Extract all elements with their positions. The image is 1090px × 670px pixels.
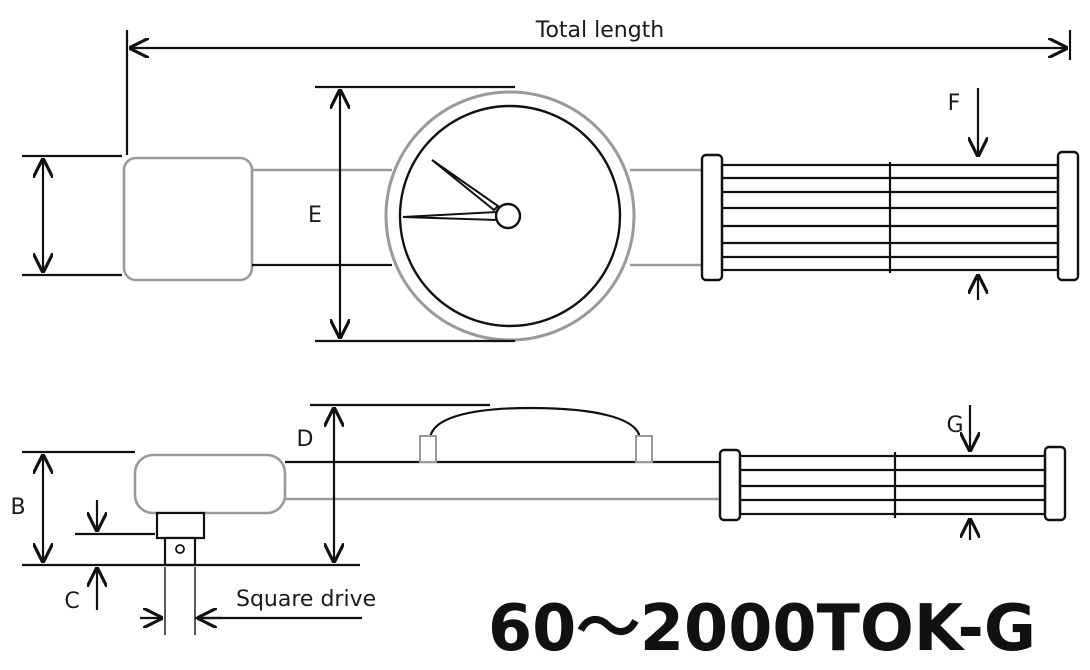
b-label: B	[10, 495, 25, 520]
wrench-head-side	[133, 453, 287, 515]
wrench-head-top	[122, 156, 254, 282]
dial-needle	[431, 159, 500, 212]
f-label: F	[948, 91, 961, 116]
e-dimension: E	[308, 85, 515, 343]
d-label: D	[297, 427, 314, 452]
shaft-top	[252, 168, 702, 267]
f-dimension: F	[948, 88, 978, 300]
dial-gauge	[384, 90, 636, 342]
c-label: C	[64, 589, 79, 614]
grip-top	[700, 150, 1080, 282]
total-length-dimension: Total length	[125, 18, 1072, 155]
total-length-label: Total length	[535, 18, 665, 43]
square-drive-dimension: Square drive	[140, 567, 376, 635]
drive-block	[155, 511, 206, 540]
top-view: Total length E	[22, 18, 1080, 343]
g-label: G	[946, 413, 963, 438]
drive-ball	[175, 544, 185, 554]
square-drive-stem	[163, 536, 197, 567]
dial-pivot	[494, 202, 522, 230]
d-dimension: D	[297, 403, 490, 563]
dial-cover-side	[419, 406, 653, 463]
e-label: E	[308, 203, 322, 228]
b-dimension: B	[10, 450, 135, 563]
square-drive-label: Square drive	[236, 587, 376, 612]
dial-needle-secondary	[402, 210, 497, 222]
head-height-dimension	[22, 154, 122, 277]
shaft-side	[285, 460, 720, 501]
model-title: 60～2000TOK-G	[488, 592, 1036, 666]
g-dimension: G	[946, 405, 970, 540]
c-dimension: C	[64, 500, 155, 614]
grip-side	[718, 445, 1067, 522]
side-view: G D B C Square dr	[10, 403, 1067, 635]
